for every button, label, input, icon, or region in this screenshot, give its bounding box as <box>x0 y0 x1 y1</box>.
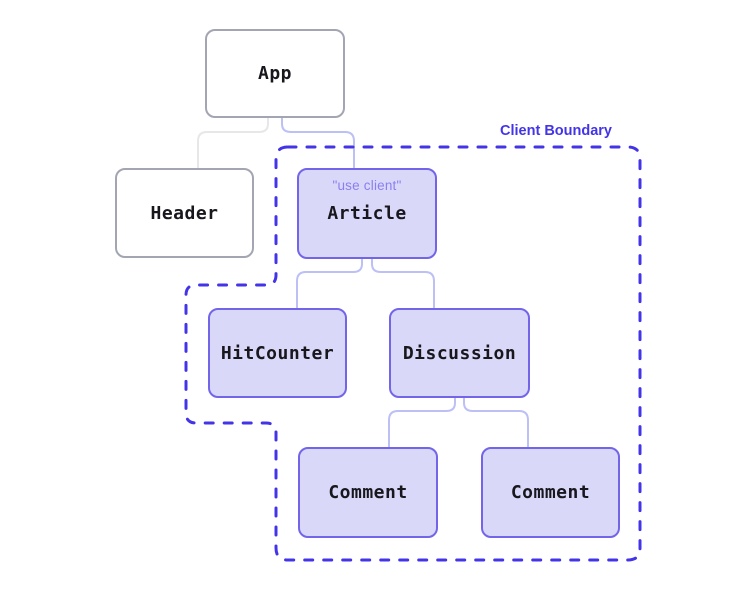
client-boundary-outline <box>184 145 642 562</box>
node-comment-1-label: Comment <box>328 482 408 503</box>
node-discussion: Discussion <box>389 308 530 398</box>
connector-app-header <box>197 118 269 168</box>
node-article: "use client" Article <box>297 168 437 259</box>
node-hitcounter-label: HitCounter <box>220 342 335 364</box>
node-discussion-label: Discussion <box>402 342 517 364</box>
node-comment-2: Comment <box>481 447 620 538</box>
node-article-label: Article <box>327 203 407 224</box>
connector-article-discussion <box>371 259 435 308</box>
connector-article-hitcounter <box>296 259 363 308</box>
node-app-label: App <box>257 63 292 84</box>
node-app: App <box>205 29 345 118</box>
node-header: Header <box>115 168 254 258</box>
node-comment-2-label: Comment <box>510 482 591 503</box>
connector-discussion-comment-1 <box>388 398 456 447</box>
node-comment-1: Comment <box>298 447 438 538</box>
node-header-label: Header <box>150 202 219 224</box>
connector-discussion-comment-2 <box>463 398 529 447</box>
client-boundary-label: Client Boundary <box>500 123 612 139</box>
use-client-directive: "use client" <box>332 178 402 193</box>
connector-app-article <box>281 118 355 168</box>
node-hitcounter: HitCounter <box>208 308 347 398</box>
